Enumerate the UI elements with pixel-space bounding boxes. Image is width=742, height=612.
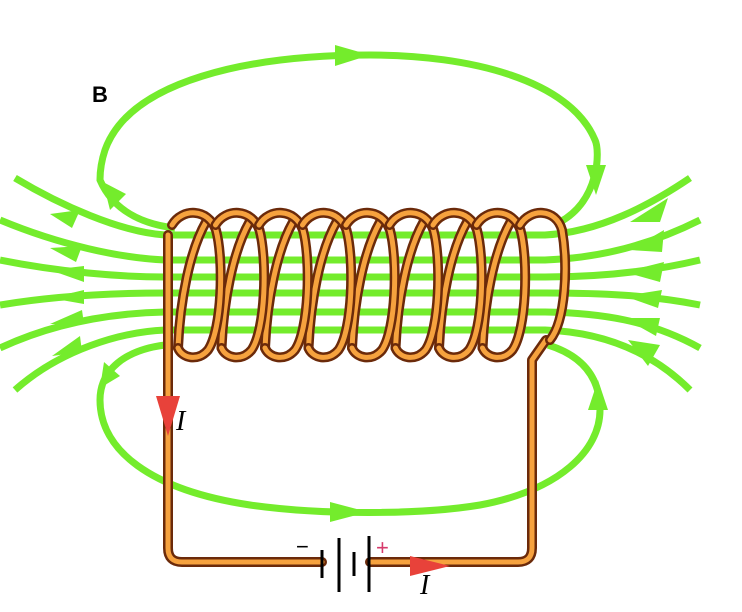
field-label-B: B [92, 82, 108, 107]
arrow-left-2 [50, 246, 82, 262]
field-loop-top [96, 45, 606, 232]
arrow-right-4 [624, 290, 662, 308]
field-arrow-bottom-left [100, 362, 120, 388]
field-arrow-top [335, 45, 370, 66]
coil-turn-front-fill [256, 210, 311, 360]
arrow-right-3 [624, 262, 664, 282]
coil-turn-back-fill [306, 219, 339, 351]
current-arrow-bottom [410, 556, 450, 576]
coil-turn-front-fill [343, 210, 398, 360]
coil-turn-front-fill [430, 210, 485, 360]
coil-turn-front-fill [169, 210, 224, 360]
circuit-wire [163, 230, 551, 567]
coil-turn-back-fill [175, 219, 209, 351]
coil-turn-front-fill [300, 210, 354, 360]
arrow-left-6 [52, 336, 82, 356]
coil-turn-back-fill [480, 219, 513, 351]
coil-turn-back-fill [349, 219, 383, 351]
arrow-left-3 [50, 266, 84, 282]
arrow-left-4 [50, 290, 84, 304]
solenoid-coil [167, 207, 571, 363]
coil-turn-back-fill [262, 219, 296, 351]
battery-positive-label: + [376, 535, 389, 560]
field-arrow-bottom-right [588, 380, 608, 410]
field-arrow-top-right [586, 165, 606, 195]
coil-turn-back-fill [436, 219, 470, 351]
coil-turn-back-fill [393, 219, 426, 351]
coil-turn-front-fill [474, 210, 528, 360]
current-label-left: I [175, 406, 187, 437]
battery: − + [296, 534, 389, 592]
arrow-left-5 [50, 310, 84, 324]
current-label-bottom: I [419, 570, 431, 601]
coil-turn-back-fill [219, 219, 252, 351]
field-arrows-right [624, 198, 668, 366]
arrow-right-5 [624, 318, 660, 336]
field-arrow-top-left [103, 182, 126, 210]
coil-end-lead-fill [517, 210, 568, 343]
coil-turn-front-fill [387, 210, 441, 360]
arrow-left-1 [50, 210, 80, 228]
field-loop-bottom [96, 341, 608, 522]
field-arrows-left [50, 210, 84, 356]
arrow-right-2 [630, 230, 664, 252]
arrow-right-1 [630, 198, 668, 222]
current-arrow-left [156, 396, 180, 436]
coil-turn-front-fill [213, 210, 267, 360]
arrow-right-6 [628, 340, 660, 366]
battery-negative-label: − [296, 534, 309, 559]
field-arrow-bottom [330, 502, 368, 522]
